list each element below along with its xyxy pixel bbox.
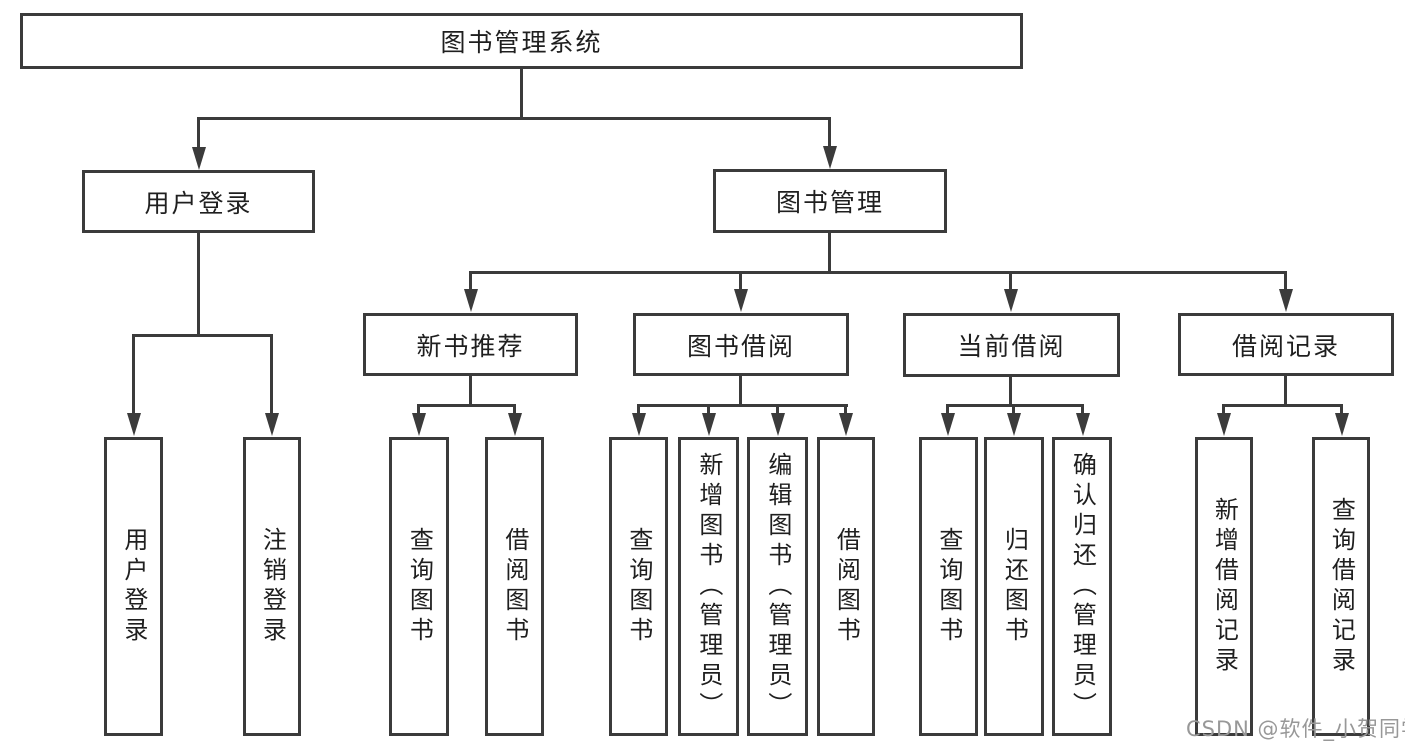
connector-stub [1222,404,1225,417]
arrowhead-down-icon [839,413,853,436]
node-label: 查询图书 [405,526,434,647]
node-user-login: 用户登录 [82,170,315,233]
arrowhead-down-icon [192,147,206,170]
node-book-management: 图书管理 [713,169,947,233]
node-label: 编辑图书（管理员） [763,451,792,722]
arrowhead-down-icon [734,289,748,312]
node-current-borrowing: 当前借阅 [903,313,1120,377]
node-label: 图书管理 [775,188,884,217]
node-book-borrowing: 图书借阅 [633,313,849,376]
watermark: CSDN @软件_小贺同学 [1186,717,1405,741]
connector-newbookrec-horizontal [417,404,516,407]
node-add-borrow-record: 新增借阅记录 [1195,437,1253,736]
node-label: 借阅图书 [500,526,529,647]
arrowhead-down-icon [464,289,478,312]
node-label: 归还图书 [1000,526,1029,647]
node-user-login-leaf: 用户登录 [104,437,163,736]
node-label: 新书推荐 [416,331,525,361]
arrowhead-down-icon [508,413,522,436]
node-label: 图书管理系统 [440,28,603,57]
connector-currentborrow-vertical [1009,374,1012,407]
arrowhead-down-icon [823,146,837,169]
connector-stub [844,404,847,417]
node-confirm-return-admin: 确认归还（管理员） [1052,437,1112,736]
arrowhead-down-icon [1279,289,1293,312]
connector-bookborrow-vertical [739,374,742,407]
arrowhead-down-icon [412,413,426,436]
connector-bookmgmt-vertical [828,231,831,274]
connector-stub [637,404,640,417]
connector-stub [132,334,135,414]
arrowhead-down-icon [771,413,785,436]
arrowhead-down-icon [941,413,955,436]
node-query-books-2: 查询图书 [609,437,668,736]
arrowhead-down-icon [265,413,279,436]
connector-stub [739,271,742,293]
connector-stub [828,117,831,149]
connector-root-vertical [520,67,523,120]
connector-currentborrow-horizontal [946,404,1084,407]
node-label: 图书借阅 [686,331,795,361]
node-label: 用户登录 [119,526,148,647]
connector-borrowrecords-horizontal [1222,404,1343,407]
node-label: 确认归还（管理员） [1068,451,1097,722]
arrowhead-down-icon [702,413,716,436]
connector-borrowrecords-vertical [1284,374,1287,407]
node-label: 当前借阅 [957,332,1066,361]
connector-stub [707,404,710,417]
arrowhead-down-icon [1076,413,1090,436]
connector-stub [1012,404,1015,417]
connector-stub [513,404,516,417]
connector-userlogin-horizontal [132,334,273,337]
node-label: 借阅图书 [832,526,861,647]
connector-stub [1284,271,1287,293]
arrowhead-down-icon [1335,413,1349,436]
node-label: 查询借阅记录 [1327,496,1356,677]
node-borrow-books-1: 借阅图书 [485,437,544,736]
node-label: 新增借阅记录 [1210,496,1239,677]
connector-stub [1081,404,1084,417]
connector-root-horizontal [197,117,831,120]
node-borrowing-records: 借阅记录 [1178,313,1394,376]
node-borrow-books-2: 借阅图书 [817,437,875,736]
connector-stub [197,117,200,149]
node-query-books-3: 查询图书 [919,437,978,736]
arrowhead-down-icon [632,413,646,436]
connector-stub [469,271,472,293]
node-return-books: 归还图书 [984,437,1044,736]
connector-bookborrow-horizontal [637,404,848,407]
arrowhead-down-icon [1004,289,1018,312]
node-library-management-system: 图书管理系统 [20,13,1023,69]
connector-stub [270,334,273,414]
node-label: 查询图书 [934,526,963,647]
connector-stub [946,404,949,417]
node-query-books-1: 查询图书 [389,437,449,736]
connector-stub [417,404,420,417]
node-label: 新增图书（管理员） [694,451,723,722]
node-label: 借阅记录 [1231,331,1340,361]
node-logout: 注销登录 [243,437,301,736]
node-add-books-admin: 新增图书（管理员） [678,437,739,736]
node-label: 注销登录 [258,526,287,647]
arrowhead-down-icon [1007,413,1021,436]
connector-stub [776,404,779,417]
node-label: 查询图书 [624,526,653,647]
connector-newbookrec-vertical [469,374,472,407]
node-label: 用户登录 [144,188,253,218]
node-query-borrow-record: 查询借阅记录 [1312,437,1370,736]
connector-stub [1009,271,1012,293]
node-edit-books-admin: 编辑图书（管理员） [747,437,808,736]
connector-userlogin-vertical [197,231,200,337]
connector-bookmgmt-horizontal [469,271,1287,274]
node-new-book-recommendation: 新书推荐 [363,313,578,376]
arrowhead-down-icon [1217,413,1231,436]
arrowhead-down-icon [127,413,141,436]
connector-stub [1340,404,1343,417]
